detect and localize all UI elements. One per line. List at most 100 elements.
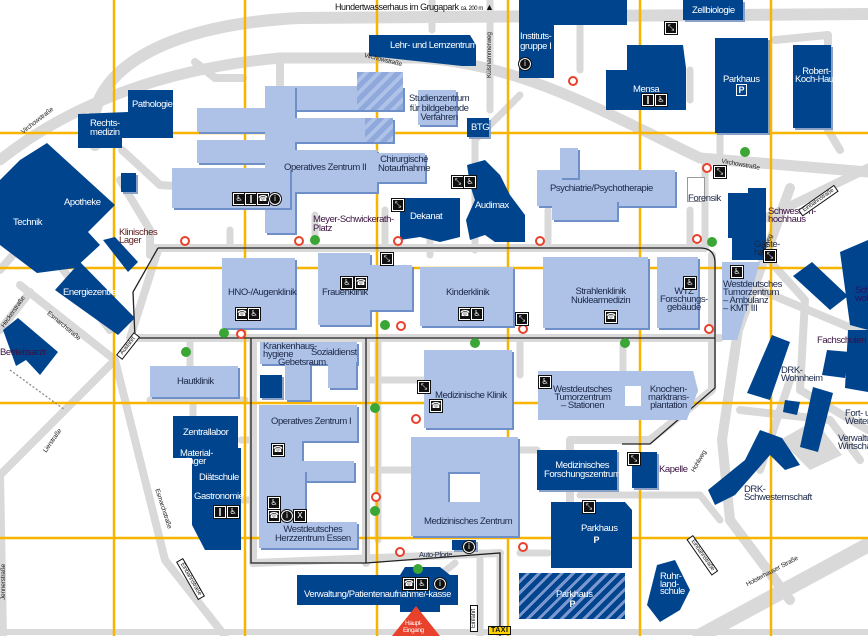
label-parkhaus-geplant: Parkhaus xyxy=(556,589,593,600)
label-oz1: Operatives Zentrum I xyxy=(271,416,352,427)
label-wtz-forschung: WTZ Forschungs- gebäude xyxy=(660,286,708,313)
bus-stop-icon[interactable] xyxy=(704,324,714,334)
bus-stop-icon[interactable] xyxy=(396,321,406,331)
label-klinisches-lager: Klinisches Lager xyxy=(119,227,158,246)
building-parkhaus-nord[interactable] xyxy=(715,38,768,133)
building-oz2-hatched xyxy=(357,72,403,110)
label-psychiatrie: Psychiatrie/Psychotherapie xyxy=(550,183,653,194)
building-frauenklinik[interactable] xyxy=(318,253,370,325)
info-icon[interactable]: i xyxy=(433,577,447,591)
label-fortbildung: Fort- u. Weiterbildung xyxy=(845,408,868,427)
parking-icon: P xyxy=(736,84,747,96)
building-forschungszentrum[interactable] xyxy=(537,450,617,490)
building-rechtsmedizin-pathologie xyxy=(78,90,173,148)
wheelchair-icon: ♿ xyxy=(340,276,354,290)
wheelchair-icon: ♿ xyxy=(247,307,261,321)
main-entrance-marker xyxy=(392,606,440,636)
wheelchair-icon: ♿ xyxy=(538,375,552,389)
bus-stop-icon[interactable] xyxy=(692,234,702,244)
wheelchair-icon: ♿ xyxy=(470,307,484,321)
bus-stop-icon[interactable] xyxy=(236,329,246,339)
label-diaetschule: Diätschule xyxy=(199,472,239,483)
building-frauenklinik-connector xyxy=(370,265,412,310)
bus-stop-icon[interactable] xyxy=(395,547,405,557)
restaurant-icon: ‖ xyxy=(244,192,258,206)
building-fortbildung xyxy=(800,387,833,452)
wheelchair-icon: ♿ xyxy=(232,192,246,206)
building-dekanat xyxy=(400,198,460,242)
green-point-icon xyxy=(380,320,390,330)
building-oz1[interactable] xyxy=(259,405,357,441)
green-point-icon xyxy=(707,237,717,247)
boundary-lines xyxy=(9,247,716,636)
info-icon[interactable]: i xyxy=(518,57,532,71)
building-zellbiologie[interactable] xyxy=(683,0,743,20)
building-psychiatrie-wing xyxy=(552,200,617,220)
bus-stop-icon[interactable] xyxy=(371,492,381,502)
building-psychiatrie-wing xyxy=(560,148,578,178)
building-strahlenklinik[interactable] xyxy=(543,257,648,328)
label-notaufnahme: Chirurgische Notaufnahme xyxy=(378,154,431,174)
building-sozialdienst[interactable] xyxy=(260,342,357,364)
label-institutsgruppe: Instituts- gruppe I xyxy=(520,31,552,52)
label-auto-pforte: Auto-Pforte xyxy=(419,550,452,559)
label-schwesternwohnheim: Schwestern- wohnheim xyxy=(855,285,868,304)
building-audimax xyxy=(466,160,525,242)
building-ruhrlandschule xyxy=(647,560,690,622)
info-icon[interactable]: i xyxy=(280,509,294,523)
bus-stop-icon[interactable] xyxy=(535,236,545,246)
building-forensik[interactable] xyxy=(687,177,705,202)
info-icon[interactable]: i xyxy=(462,540,476,554)
bus-stop-icon[interactable] xyxy=(180,236,190,246)
label-krankenhaushygiene: Krankenhaus- hygiene xyxy=(263,341,317,360)
phone-icon: ☎ xyxy=(256,192,270,206)
top-link[interactable]: Hundertwasserhaus im Grugapark ca. 200 m… xyxy=(335,2,494,15)
building-robert-koch-haus[interactable] xyxy=(793,45,831,128)
stairs-icon: ⤡ xyxy=(515,312,529,326)
stairs-icon: ⤡ xyxy=(763,249,777,263)
top-link-text[interactable]: Hundertwasserhaus im Grugapark xyxy=(335,2,459,12)
building-med-klinik[interactable] xyxy=(424,350,512,428)
stairs-icon: ⤡ xyxy=(582,500,596,514)
building-parkhaus-geplant[interactable] xyxy=(519,573,625,619)
building-schwesternhochhaus xyxy=(728,188,766,260)
taxi-stand: TAXI xyxy=(488,626,512,635)
bus-stop-icon[interactable] xyxy=(294,236,304,246)
label-robert-koch-haus: Robert- Koch-Haus xyxy=(795,66,838,85)
building-studienzentrum[interactable] xyxy=(418,90,456,125)
stairs-icon: ⤡ xyxy=(417,380,431,394)
label-haupteingang[interactable]: Haupt- Eingang xyxy=(403,620,424,634)
info-icon[interactable]: i xyxy=(268,192,282,206)
building-oz1-spine xyxy=(285,360,310,400)
wheelchair-icon: ♿ xyxy=(730,265,744,279)
building-notaufnahme[interactable] xyxy=(377,153,425,182)
building-energiezentrale xyxy=(55,262,135,335)
green-point-icon xyxy=(620,338,630,348)
building-technik-apotheke xyxy=(0,143,115,273)
building-oz2-wing xyxy=(197,140,287,163)
building-wtz-forschung[interactable] xyxy=(657,257,698,328)
building-wtz-stationen[interactable] xyxy=(538,371,698,420)
green-point-icon xyxy=(740,147,750,157)
label-forensik: Forensik xyxy=(688,193,721,204)
bus-stop-icon[interactable] xyxy=(411,414,421,424)
building-btg[interactable] xyxy=(467,118,489,137)
building-oz2-spine[interactable] xyxy=(265,86,295,233)
building-oz2-main[interactable] xyxy=(293,150,377,192)
phone-icon: ☎ xyxy=(235,307,249,321)
label-gaestehaus: Gäste- haus xyxy=(754,239,780,258)
stairs-icon: ⤡ xyxy=(451,175,465,189)
green-point-icon xyxy=(413,564,423,574)
bus-stop-icon[interactable] xyxy=(393,236,403,246)
bus-stop-icon[interactable] xyxy=(568,76,578,86)
label-med-klinik: Medizinische Klinik xyxy=(435,390,507,401)
bus-stop-icon[interactable] xyxy=(702,163,712,173)
bus-stop-icon[interactable] xyxy=(518,542,528,552)
bus-stop-icon[interactable] xyxy=(518,324,528,334)
label-kapelle: Kapelle xyxy=(659,464,688,475)
building-small-annex xyxy=(121,173,136,192)
green-point-icon xyxy=(219,328,229,338)
building-hautklinik[interactable] xyxy=(150,366,238,397)
